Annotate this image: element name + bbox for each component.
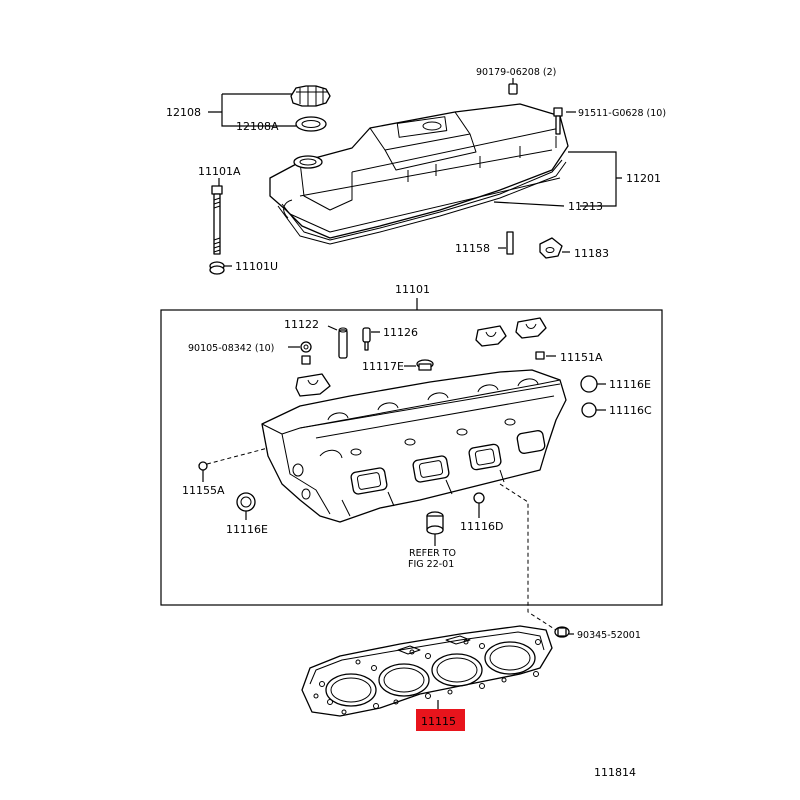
label-11126: 11126 — [383, 326, 418, 339]
clamp-11183-drawing — [539, 237, 563, 259]
valve-guide-bushing-drawing — [362, 327, 371, 351]
label-90345: 90345-52001 — [577, 630, 641, 641]
cylinder-head-cover-drawing — [269, 103, 569, 239]
label-11201: 11201 — [626, 172, 661, 185]
label-11116e-right: 11116E — [609, 378, 651, 391]
expansion-plug-11116e-right-drawing — [580, 375, 606, 393]
valve-guide-drawing — [338, 327, 348, 359]
label-11183: 11183 — [574, 247, 609, 260]
label-refer-to: REFER TO — [409, 548, 456, 559]
label-11101a: 11101A — [198, 165, 241, 178]
plug-11116d-drawing — [473, 492, 485, 518]
bolt-90345-drawing — [554, 626, 574, 638]
label-11155a: 11155A — [182, 484, 225, 497]
label-11122: 11122 — [284, 318, 319, 331]
label-11158: 11158 — [455, 242, 490, 255]
pin-11158-drawing — [506, 231, 514, 255]
label-90105: 90105-08342 (10) — [188, 343, 274, 354]
label-11151a: 11151A — [560, 351, 603, 364]
label-11116d: 11116D — [460, 520, 503, 533]
bolt-91511-drawing — [553, 107, 563, 135]
plug-11117e-drawing — [404, 359, 434, 371]
bolt-90179-drawing — [508, 78, 518, 95]
plug-90105-drawing — [288, 341, 312, 365]
top-leader-lines — [208, 93, 622, 267]
label-refer-fig: FIG 22-01 — [408, 559, 454, 570]
label-11213: 11213 — [568, 200, 603, 213]
label-91511: 91511-G0628 (10) — [578, 108, 666, 119]
bearing-cap-drawing — [295, 317, 547, 397]
label-11115: 11115 — [421, 715, 456, 728]
plug-11151a-drawing — [535, 351, 556, 360]
head-cover-gasket-drawing — [277, 159, 567, 245]
cylinder-head-gasket-drawing — [301, 625, 553, 717]
plug-11155a-drawing — [198, 447, 269, 482]
expansion-plug-11116c-drawing — [581, 402, 606, 418]
label-11101u: 11101U — [235, 260, 278, 273]
label-12108: 12108 — [166, 106, 201, 119]
label-11101: 11101 — [395, 283, 430, 296]
label-12108a: 12108A — [236, 120, 279, 133]
filler-cap-gasket-drawing — [295, 116, 327, 132]
figure-number: 111814 — [594, 766, 636, 779]
expansion-plug-11116e-left-drawing — [236, 492, 256, 520]
label-11117e: 11117E — [362, 360, 404, 373]
cylinder-head-body-drawing — [261, 369, 567, 523]
part-labels: 90179-06208 (2) 91511-G0628 (10) 12108 1… — [166, 67, 666, 779]
label-90179: 90179-06208 (2) — [476, 67, 556, 78]
seal-washer-drawing — [209, 261, 225, 275]
cylinder-head-assembly-box — [160, 309, 663, 606]
label-11116c: 11116C — [609, 404, 652, 417]
oil-filler-cap-drawing — [290, 85, 331, 107]
stud-bolt-drawing — [211, 185, 223, 255]
dashed-leader-90345 — [499, 483, 557, 631]
label-11116e-left: 11116E — [226, 523, 268, 536]
nozzle-seat-drawing — [426, 511, 444, 546]
part-number-highlight — [416, 709, 465, 731]
